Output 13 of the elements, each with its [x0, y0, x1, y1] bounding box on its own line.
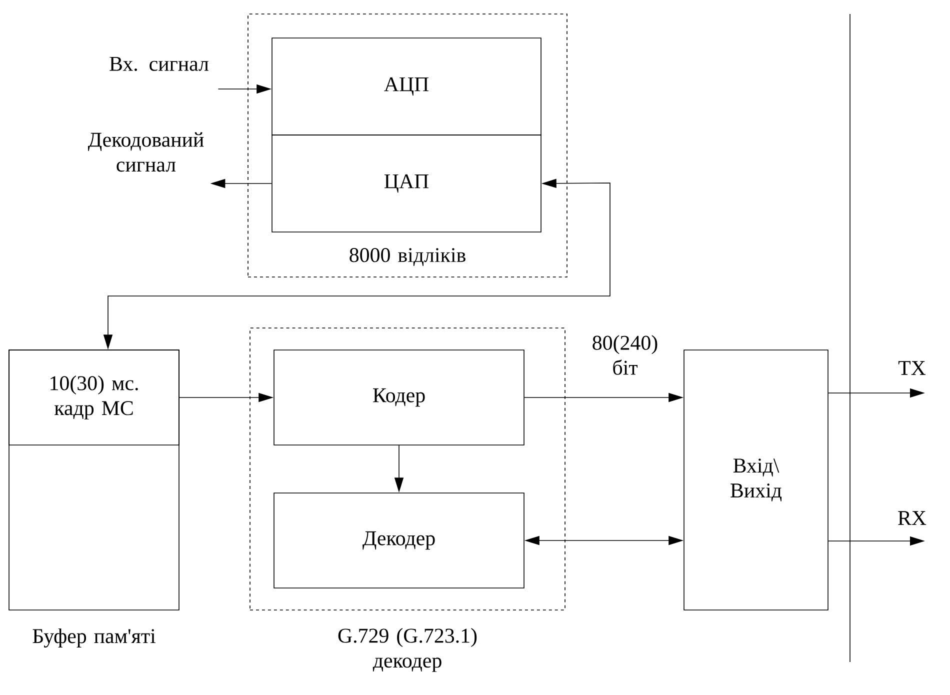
- block-box: Кодер: [274, 350, 524, 446]
- edge-label: RX: [898, 511, 926, 525]
- edge-label: 80(240) біт: [592, 335, 658, 375]
- signal-label: Декодований сигнал: [88, 132, 204, 172]
- edge-label: TX: [898, 361, 926, 375]
- block-box: АЦП: [272, 38, 542, 136]
- block-box: ЦАП: [272, 134, 542, 232]
- block-box: 10(30) мс. кадр МС: [8, 350, 180, 446]
- node-label: Буфер пам'яті: [32, 628, 156, 648]
- block-box: Вхід\ Вихід: [684, 350, 828, 610]
- node-label: G.729 (G.723.1) декодер: [338, 628, 477, 672]
- signal-label: Вх. сигнал: [110, 57, 208, 71]
- block-box: Декодер: [274, 492, 524, 588]
